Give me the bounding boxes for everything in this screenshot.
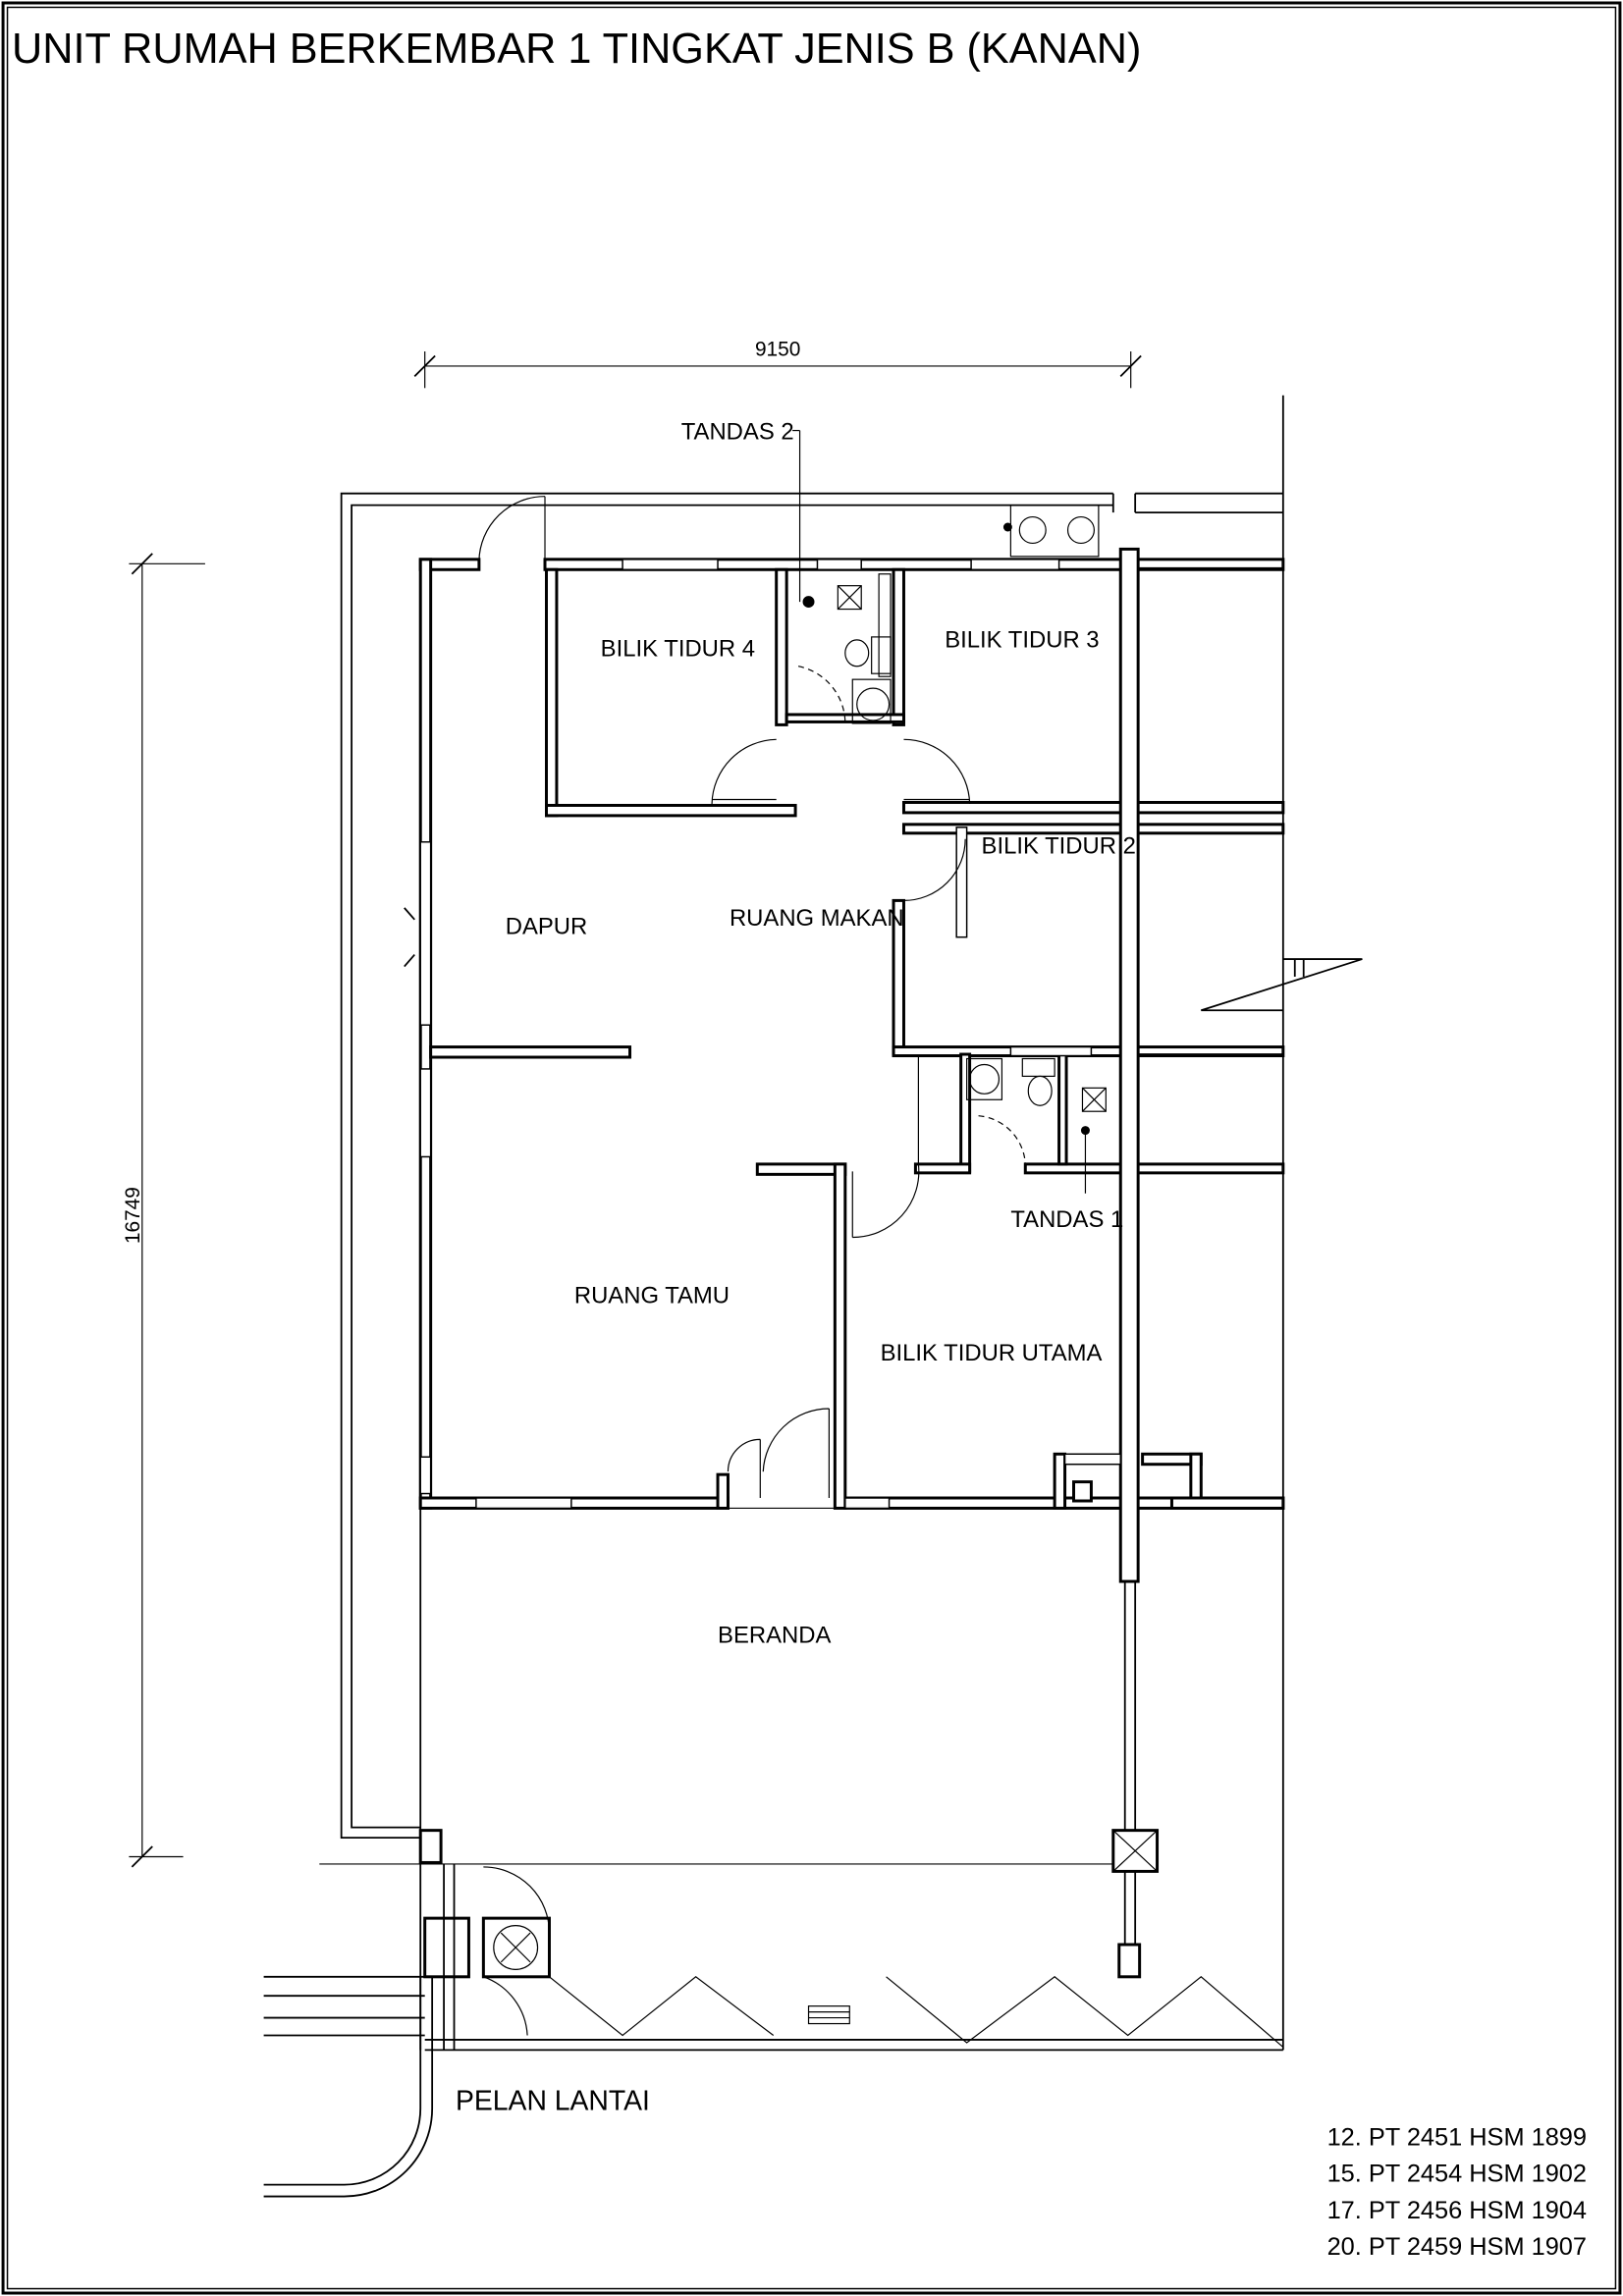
label-bilik-tidur-4: BILIK TIDUR 4 bbox=[601, 635, 755, 662]
lot-item: 17. PT 2456 HSM 1904 bbox=[1327, 2197, 1587, 2224]
label-beranda: BERANDA bbox=[718, 1623, 831, 1649]
depth-dimension: 16749 bbox=[122, 553, 205, 1868]
lot-list: 12. PT 2451 HSM 1899 15. PT 2454 HSM 190… bbox=[1327, 2123, 1587, 2261]
roof-outline bbox=[340, 395, 1284, 2051]
room-labels: TANDAS 2 BILIK TIDUR 4 BILIK TIDUR 3 BIL… bbox=[506, 419, 1136, 1649]
lot-item: 15. PT 2454 HSM 1902 bbox=[1327, 2161, 1587, 2188]
label-tandas-2: TANDAS 2 bbox=[681, 419, 794, 446]
plan-label: PELAN LANTAI bbox=[456, 2086, 650, 2117]
windows bbox=[404, 559, 1121, 1510]
width-dimension-label: 9150 bbox=[755, 338, 800, 360]
label-ruang-tamu: RUANG TAMU bbox=[574, 1283, 730, 1309]
beranda-front bbox=[263, 958, 1363, 2198]
sheet-title: UNIT RUMAH BERKEMBAR 1 TINGKAT JENIS B (… bbox=[12, 26, 1141, 73]
lot-item: 12. PT 2451 HSM 1899 bbox=[1327, 2123, 1587, 2151]
label-ruang-makan: RUANG MAKAN bbox=[730, 905, 904, 932]
doors bbox=[478, 496, 1026, 1510]
label-tandas-1: TANDAS 1 bbox=[1010, 1206, 1123, 1233]
label-bilik-tidur-utama: BILIK TIDUR UTAMA bbox=[881, 1340, 1103, 1366]
depth-dimension-label: 16749 bbox=[122, 1187, 144, 1244]
sanitary-fixtures bbox=[792, 429, 1107, 1194]
label-bilik-tidur-2: BILIK TIDUR 2 bbox=[982, 833, 1136, 860]
lot-item: 20. PT 2459 HSM 1907 bbox=[1327, 2233, 1587, 2261]
label-dapur: DAPUR bbox=[506, 914, 588, 940]
width-dimension: 9150 bbox=[413, 338, 1142, 389]
walls bbox=[418, 547, 1285, 1583]
label-bilik-tidur-3: BILIK TIDUR 3 bbox=[945, 626, 1099, 653]
sheet-border-inner bbox=[6, 6, 1617, 2290]
